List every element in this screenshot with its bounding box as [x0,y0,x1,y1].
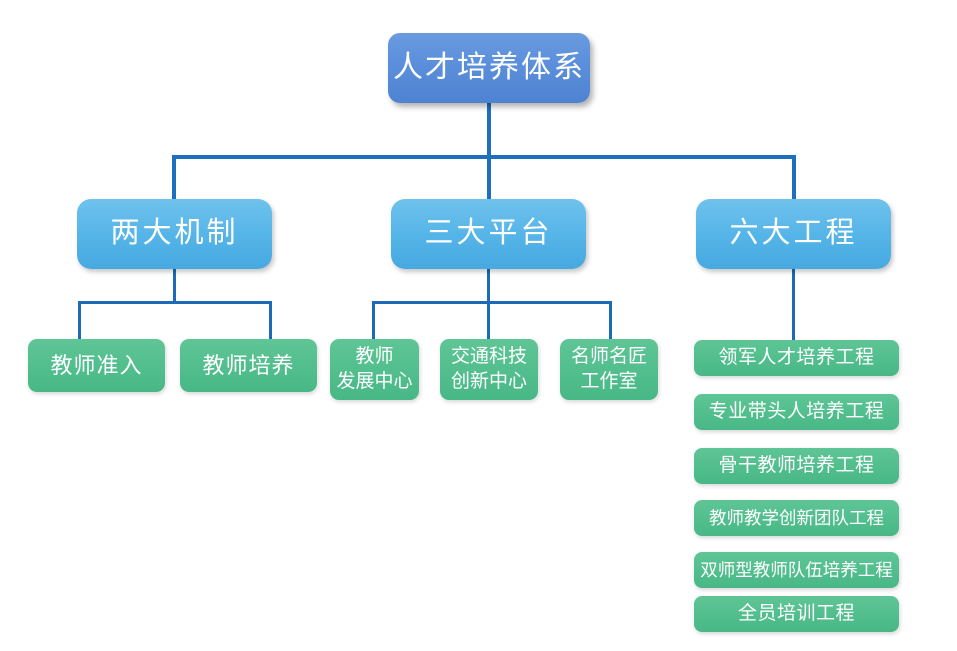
node-branch-six-projects[interactable]: 六大工程 [696,199,891,269]
leaf-transport-sci-tech-innovation-center[interactable]: 交通科技 创新中心 [440,339,538,400]
connector-mechanisms-bus [78,301,272,304]
connector-platforms-stem [487,269,490,303]
leaf-teacher-development[interactable]: 教师培养 [180,339,317,392]
connector-platforms-drop-1 [372,301,375,340]
connector-platforms-drop-3 [609,301,612,340]
connector-bus-drop-platforms [487,155,491,200]
connector-projects-stem [792,269,795,341]
connector-platforms-drop-2 [487,301,490,340]
connector-bus-drop-mechanisms [172,155,176,200]
leaf-all-staff-training-project[interactable]: 全员培训工程 [694,596,899,632]
leaf-backbone-teacher-cultivation-project[interactable]: 骨干教师培养工程 [694,448,899,484]
leaf-teaching-innovation-team-project[interactable]: 教师教学创新团队工程 [694,500,899,536]
leaf-teacher-admission[interactable]: 教师准入 [28,339,165,392]
node-root-talent-cultivation-system[interactable]: 人才培养体系 [388,33,590,103]
leaf-master-craftsman-studio[interactable]: 名师名匠 工作室 [560,339,658,400]
connector-bus-drop-projects [792,155,796,200]
leaf-discipline-leader-cultivation-project[interactable]: 专业带头人培养工程 [694,394,899,430]
connector-root-stem [487,103,491,157]
node-branch-three-platforms[interactable]: 三大平台 [391,199,586,269]
leaf-leading-talent-cultivation-project[interactable]: 领军人才培养工程 [694,340,899,376]
connector-mechanisms-stem [173,269,176,303]
connector-mechanisms-drop-2 [269,301,272,340]
connector-mechanisms-drop-1 [78,301,81,340]
leaf-teacher-development-center[interactable]: 教师 发展中心 [330,339,419,400]
connector-root-bus [172,155,796,159]
leaf-dual-qualified-teacher-team-project[interactable]: 双师型教师队伍培养工程 [694,552,899,588]
connector-platforms-bus [372,301,612,304]
node-branch-two-mechanisms[interactable]: 两大机制 [77,199,272,269]
